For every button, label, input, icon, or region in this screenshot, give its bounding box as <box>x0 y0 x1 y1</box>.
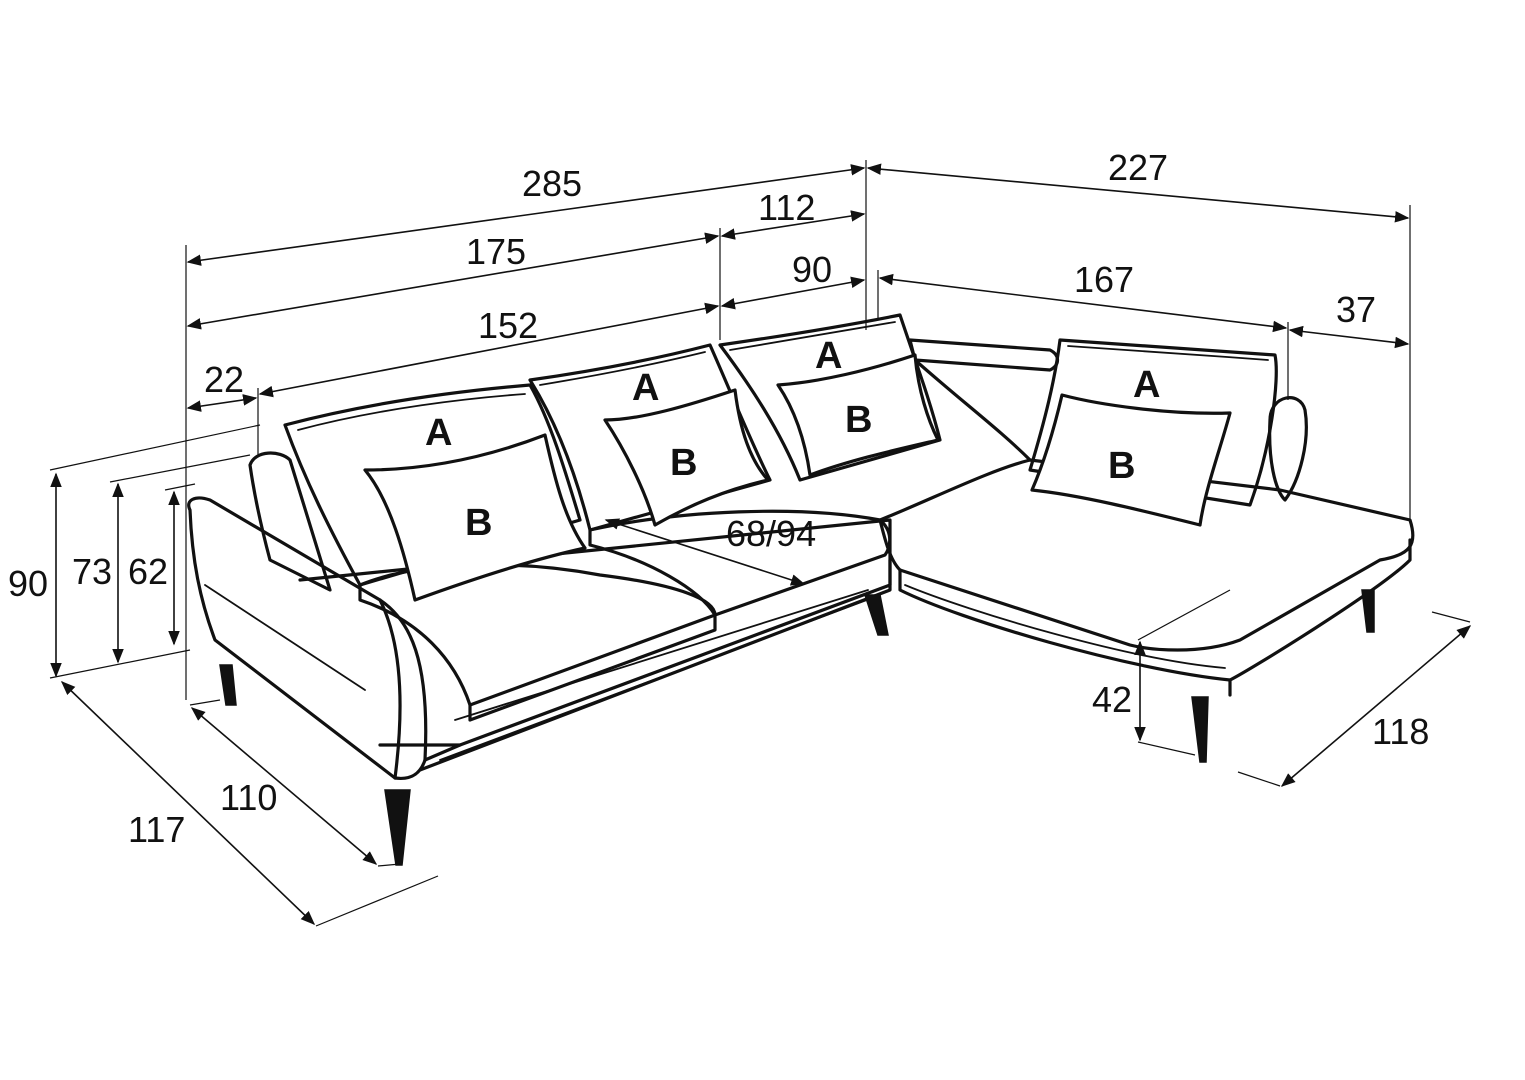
pillow-b-1 <box>363 433 587 602</box>
dim-110: 110 <box>220 777 277 818</box>
pillow-b-2 <box>603 388 770 527</box>
pillow-b-3 <box>776 353 940 477</box>
pillow-label-a1: A <box>425 412 452 454</box>
dim-68-94: 68/94 <box>726 513 816 554</box>
dim-line-112 <box>720 210 866 240</box>
pillow-label-b1: B <box>465 502 492 544</box>
dim-h90: 90 <box>8 563 48 604</box>
dim-line-227 <box>866 163 1410 223</box>
dim-285: 285 <box>522 163 582 204</box>
dim-h73: 73 <box>72 551 112 592</box>
leg-front-left <box>219 664 237 706</box>
chaise-back-rail <box>908 338 1060 372</box>
leg-chaise-front <box>1191 696 1209 763</box>
left-back-arm <box>248 451 332 592</box>
dim-line-37 <box>1288 325 1410 349</box>
dim-175: 175 <box>466 231 526 272</box>
leg-corner <box>863 594 889 636</box>
dim-h62: 62 <box>128 551 168 592</box>
back-cushion-1 <box>283 383 582 587</box>
pillows: A B A B A B A B <box>363 335 1232 602</box>
leg-front-mid <box>384 789 411 866</box>
dim-167: 167 <box>1074 259 1134 300</box>
dim-line-117 <box>60 681 316 925</box>
pillow-b-4 <box>1030 393 1232 527</box>
dim-line-118 <box>1280 625 1472 787</box>
dim-227: 227 <box>1108 147 1168 188</box>
dim-h42: 42 <box>1092 679 1132 720</box>
back-cushion-3 <box>718 313 942 482</box>
pillow-label-b3: B <box>845 399 872 441</box>
dimension-labels: 285 227 112 175 90 167 152 37 22 68/94 9… <box>8 147 1429 850</box>
chaise-arm-roll <box>1268 396 1308 502</box>
pillow-label-a3: A <box>815 335 842 377</box>
dim-37: 37 <box>1336 289 1376 330</box>
dim-118: 118 <box>1372 711 1429 752</box>
pillow-label-a4: A <box>1133 364 1160 406</box>
dim-line-90-top <box>720 276 866 310</box>
dim-line-152 <box>258 302 720 398</box>
dim-152: 152 <box>478 305 538 346</box>
pillow-label-a2: A <box>632 367 659 409</box>
leg-chaise-back <box>1361 589 1375 633</box>
dim-line-68-94 <box>604 518 806 586</box>
dim-90-top: 90 <box>792 249 832 290</box>
pillow-label-b2: B <box>670 442 697 484</box>
pillow-label-b4: B <box>1108 445 1135 487</box>
dimension-lines <box>49 160 1472 927</box>
dim-22: 22 <box>204 359 244 400</box>
dim-112: 112 <box>758 187 815 228</box>
dim-117: 117 <box>128 809 185 850</box>
dim-line-175 <box>186 232 720 330</box>
dim-line-22 <box>186 394 258 412</box>
dim-line-167 <box>878 273 1288 333</box>
